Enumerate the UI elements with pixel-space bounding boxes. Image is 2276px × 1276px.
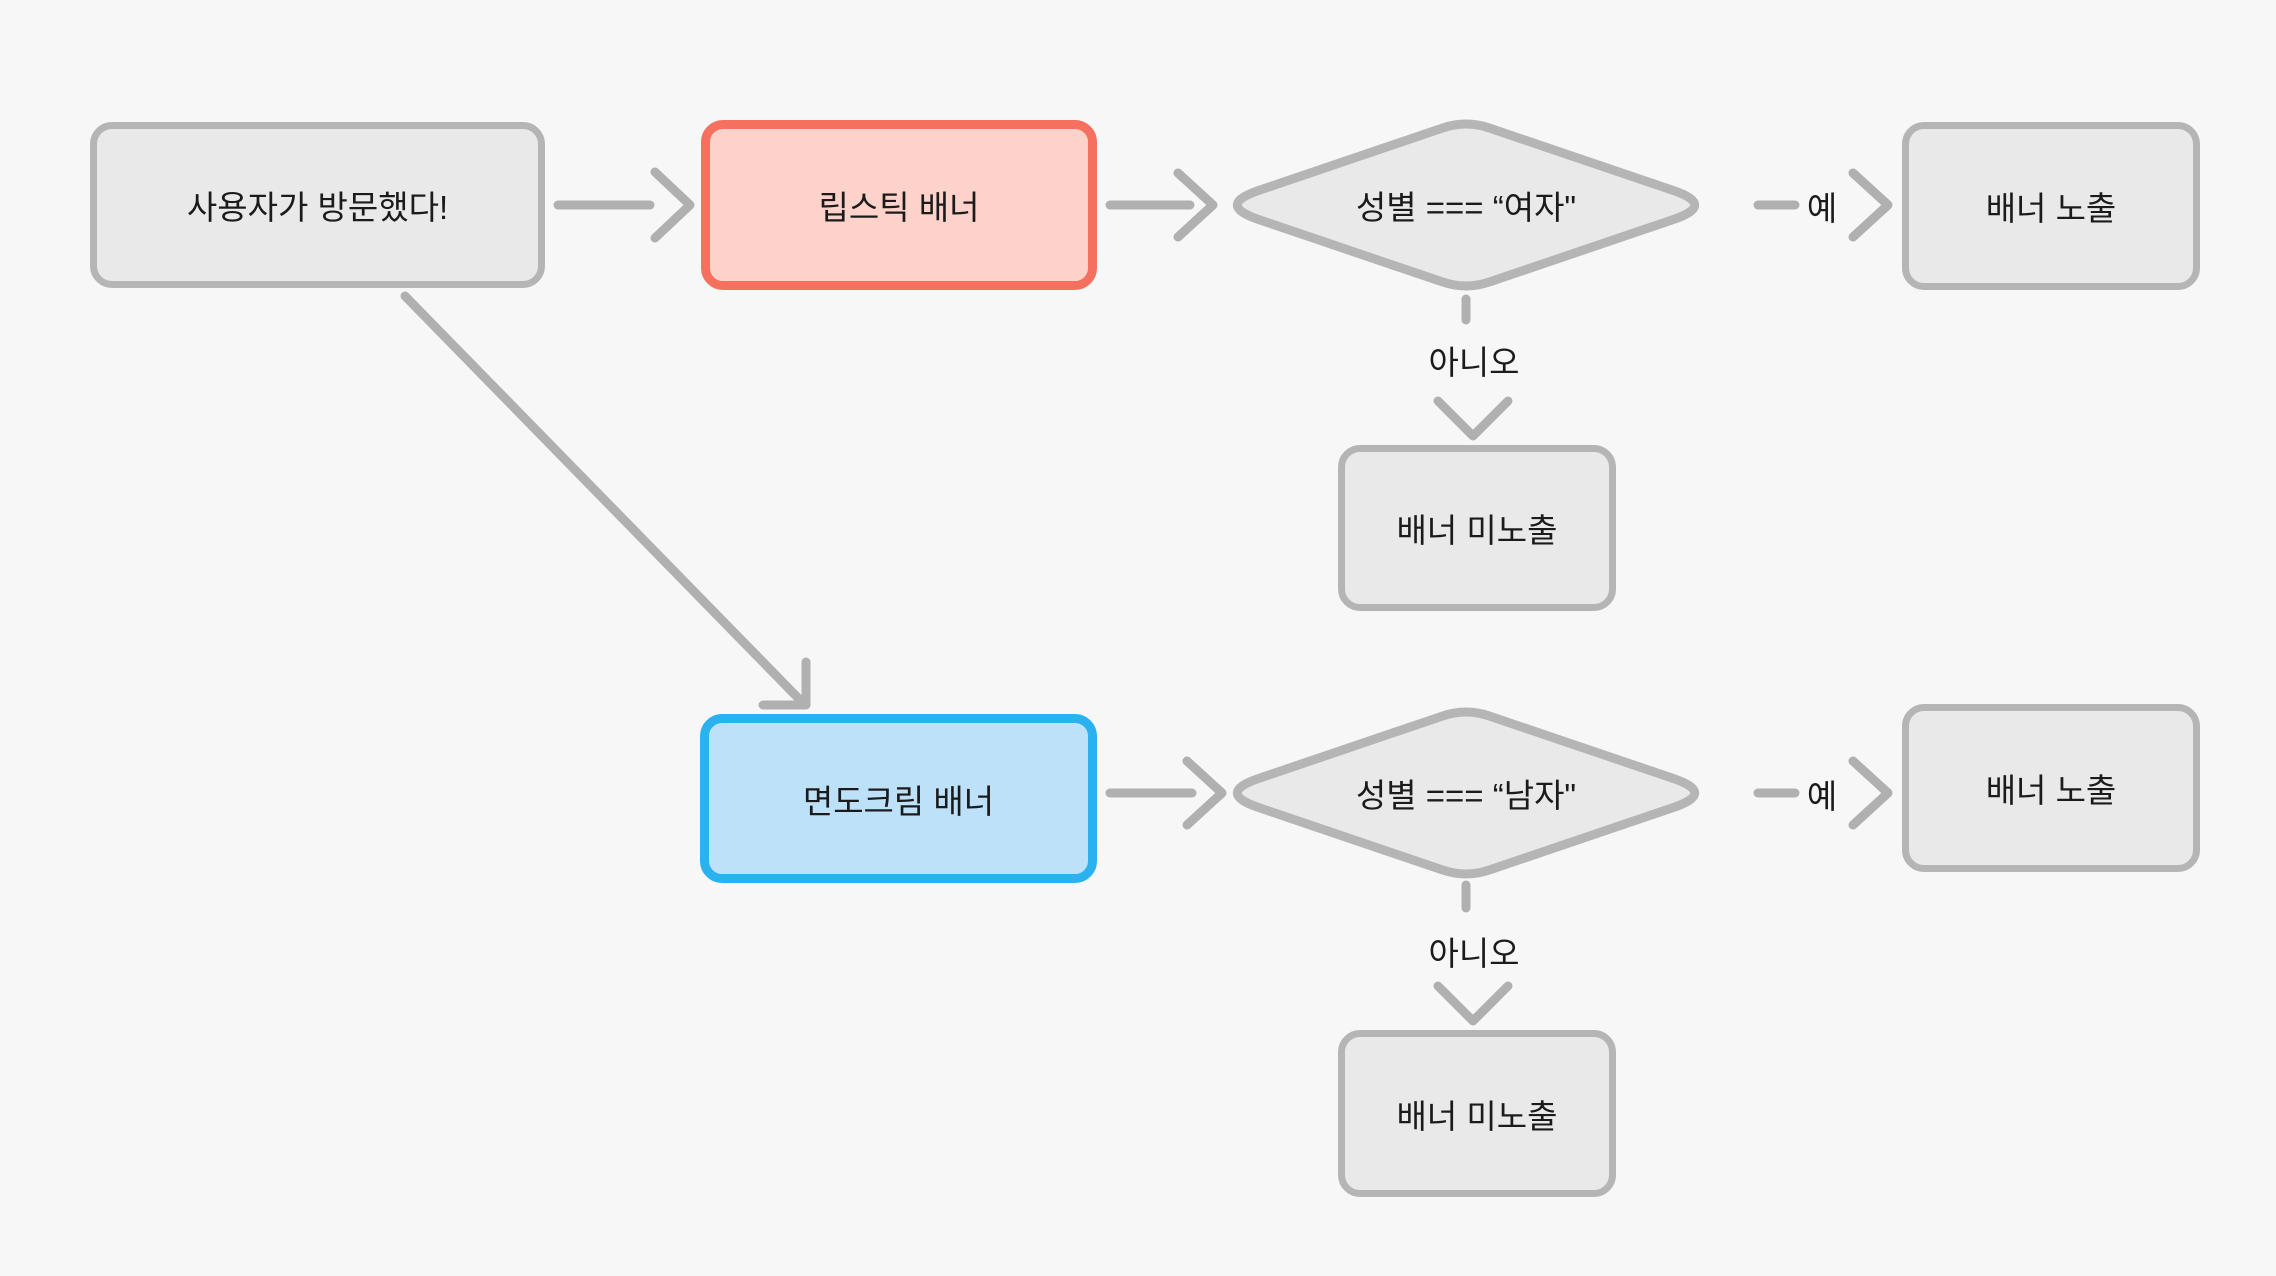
banner-hidden-label-1: 배너 미노출 (1396, 512, 1558, 549)
arrow-decision-male-yes (1753, 756, 1893, 830)
lipstick-banner-label: 립스틱 배너 (818, 189, 980, 226)
arrow-shaving-to-decision-male (1105, 756, 1227, 830)
lipstick-banner-node: 립스틱 배너 (701, 120, 1097, 290)
arrow-decision-female-yes (1753, 168, 1893, 242)
yes-label-2: 예 (1806, 778, 1838, 815)
no-label-2: 아니오 (1428, 935, 1520, 972)
arrow-start-to-lipstick (553, 167, 695, 243)
yes-label-1: 예 (1806, 190, 1838, 227)
decision-male-label: 성별 === “남자" (1355, 777, 1577, 814)
decision-male-diamond (1233, 707, 1699, 879)
banner-hidden-label-2: 배너 미노출 (1396, 1097, 1558, 1135)
banner-shown-label-1: 배너 노출 (1985, 190, 2117, 227)
start-node: 사용자가 방문했다! (90, 122, 545, 288)
banner-shown-node-2: 배너 노출 (1902, 704, 2200, 872)
banner-hidden-node-1: 배너 미노출 (1338, 445, 1616, 611)
arrow-decision-male-no (1433, 880, 1513, 1026)
banner-shown-node-1: 배너 노출 (1902, 122, 2200, 290)
no-label-1: 아니오 (1428, 344, 1520, 381)
start-node-label: 사용자가 방문했다! (186, 189, 449, 226)
decision-female-diamond (1233, 119, 1699, 291)
shaving-banner-label: 면도크림 배너 (802, 782, 995, 820)
banner-shown-label-2: 배너 노출 (1985, 772, 2117, 809)
arrow-start-to-shaving (400, 291, 811, 710)
decision-female-label: 성별 === “여자" (1355, 189, 1577, 226)
banner-hidden-node-2: 배너 미노출 (1338, 1030, 1616, 1197)
shaving-banner-node: 면도크림 배너 (700, 714, 1097, 883)
arrow-lipstick-to-decision-female (1105, 168, 1218, 242)
arrow-decision-female-no (1433, 294, 1513, 441)
